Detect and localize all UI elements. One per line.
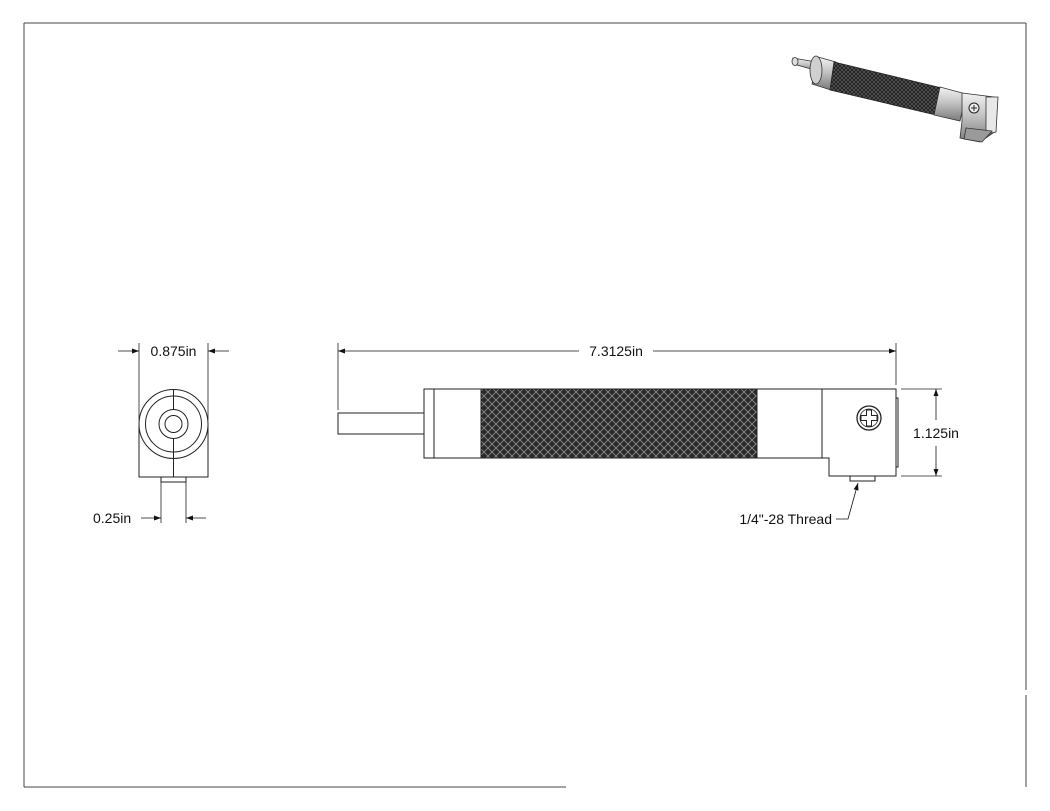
sheet-border <box>23 22 1027 788</box>
dim-overall-length-label: 7.3125in <box>589 343 643 359</box>
thread-callout: 1/4"-28 Thread <box>739 482 859 527</box>
isometric-view <box>791 55 999 143</box>
dim-end-stud-label: 0.25in <box>93 510 131 526</box>
dim-height: 1.125in <box>901 388 959 477</box>
dim-height-label: 1.125in <box>913 425 959 441</box>
dim-end-width-label: 0.875in <box>151 343 197 359</box>
side-view <box>337 388 899 482</box>
dim-overall-length: 7.3125in <box>337 343 897 410</box>
thread-callout-label: 1/4"-28 Thread <box>739 511 832 527</box>
dim-end-stud: 0.25in <box>93 482 206 526</box>
end-view <box>138 389 209 483</box>
dim-end-width: 0.875in <box>118 343 229 420</box>
